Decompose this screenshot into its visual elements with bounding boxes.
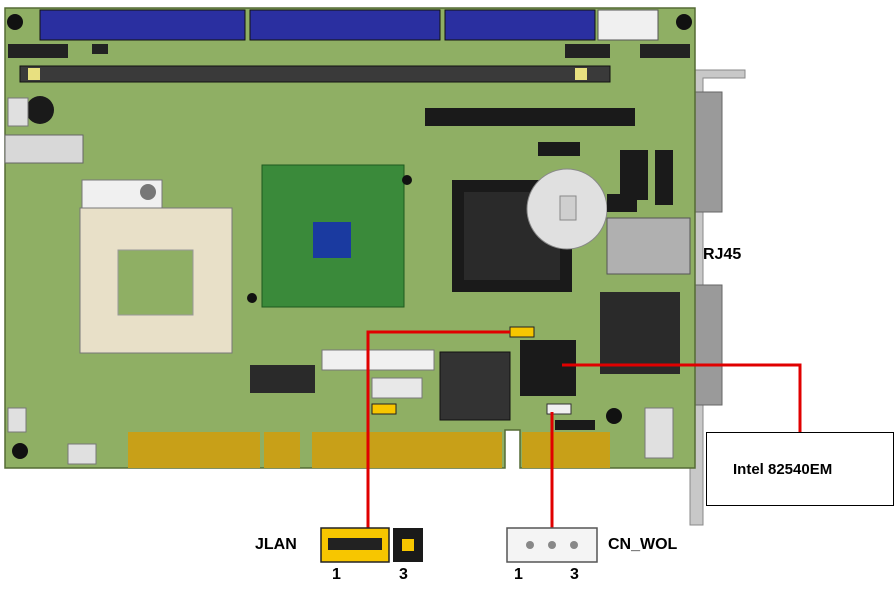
- north-bridge-chip: [262, 165, 404, 307]
- jlan-label: JLAN: [255, 536, 297, 554]
- jlan-jumper: [321, 528, 423, 562]
- rj45-jack: [607, 218, 690, 274]
- super-io-chip: [600, 292, 680, 374]
- power-connector: [5, 135, 83, 163]
- wol-pin-1-label: 1: [514, 566, 523, 584]
- battery: [527, 169, 607, 249]
- cn-wol-connector: [507, 528, 597, 562]
- plcc-chip: [440, 352, 510, 420]
- buzzer: [26, 96, 54, 124]
- cn-wol-label: CN_WOL: [608, 536, 677, 554]
- wol-pin-3-label: 3: [570, 566, 579, 584]
- intel-82540em-callout: Intel 82540EM: [706, 432, 894, 506]
- jlan-pin-1-label: 1: [332, 566, 341, 584]
- ics-chip: [250, 365, 315, 393]
- rj45-label: RJ45: [703, 246, 741, 264]
- intel-82540em-chip: [520, 340, 576, 396]
- memory-slot: [20, 66, 610, 82]
- jlan-pin-3-label: 3: [399, 566, 408, 584]
- intel-82540em-label: Intel 82540EM: [733, 461, 832, 478]
- header-row: [425, 108, 635, 126]
